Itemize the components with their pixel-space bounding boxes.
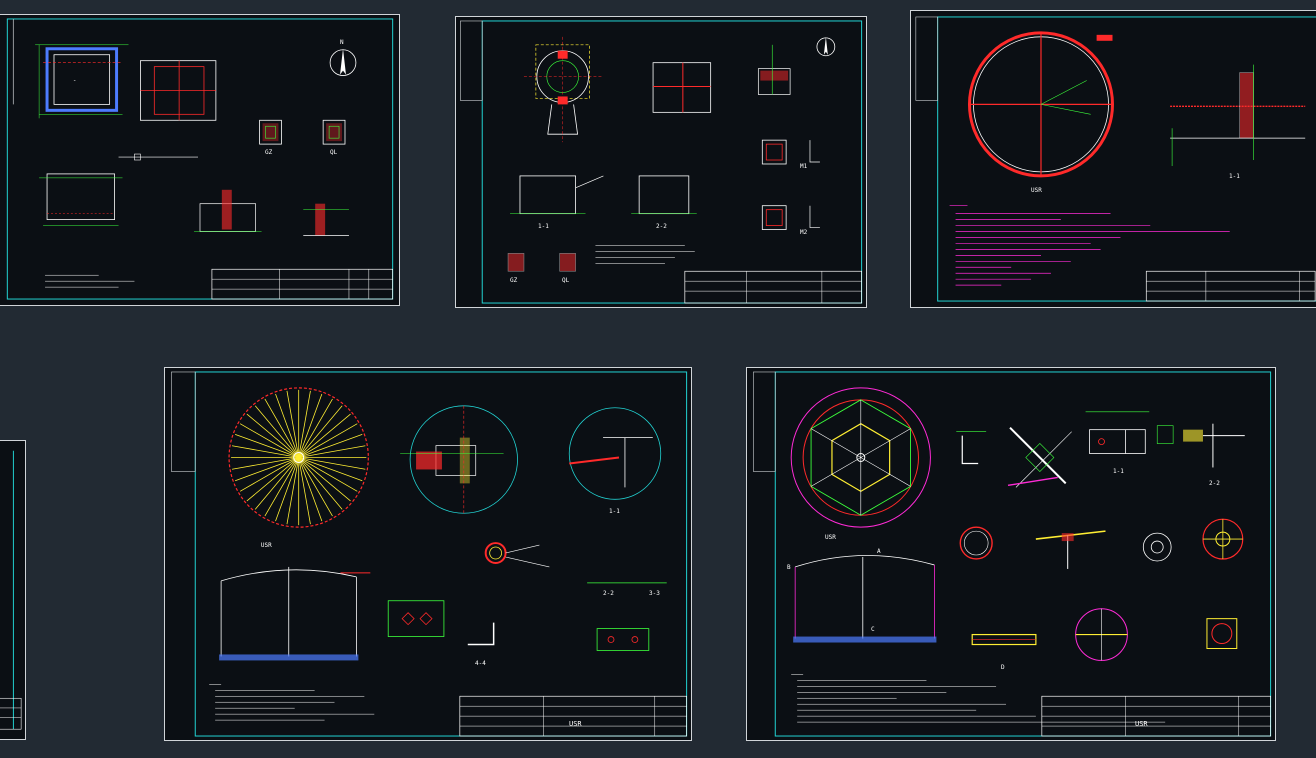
sheet-4-section-1-1: 1-1 [609,508,620,515]
sheet-4-title: USR [569,720,582,728]
diffuser-ray [264,457,300,517]
diffuser-ray [246,457,299,502]
diffuser-ray [298,405,343,458]
diffuser-ray [286,390,300,458]
sheet-5-usr-label: USR [825,534,836,541]
sheet-5-label-a: A [877,548,881,555]
sheet-4-section-3-3: 3-3 [649,590,660,597]
diffuser-ray [298,457,363,482]
diffuser-ray [239,457,299,492]
drawing-sheet-3[interactable]: USR 1-1 [910,10,1316,308]
sheet-4-section-2-2: 2-2 [603,590,614,597]
diffuser-ray [298,433,363,458]
sheet-2-ql-label: QL [562,277,570,284]
diffuser-ray [298,457,351,502]
sheet-1-gz-label: GZ [265,149,273,156]
sheet-5-label-d: D [1001,664,1005,671]
svg-text:USR: USR [261,542,272,549]
diffuser-ray [298,457,323,522]
diffuser-ray [298,457,343,510]
drawing-sheet-1[interactable]: - N [0,14,400,306]
sheet-5-title: USR [1135,720,1148,728]
diffuser-ray [298,457,366,470]
sheet-2-m1-label: M1 [800,163,808,170]
sheet-2-section-2-2: 2-2 [656,223,667,230]
diffuser-ray [298,457,311,525]
diffuser-ray [298,413,351,458]
sheet-2-m2-label: M2 [800,229,808,236]
diffuser-ray [298,423,358,458]
north-label: N [340,39,344,46]
sheet-2-gz-label: GZ [510,277,518,284]
drawing-sheet-4[interactable]: USR [164,367,692,741]
sheet-edge-canvas [0,450,22,730]
diffuser-ray [275,457,300,522]
diffuser-ray [254,457,300,510]
svg-text:USR: USR [1031,187,1042,194]
sheet-2-section-1-1: 1-1 [538,223,549,230]
diffuser-ray [235,433,299,458]
diffuser-ray [254,405,300,458]
sheet-5-label-b: B [787,564,791,571]
diffuser-ray [298,445,366,458]
diffuser-ray [298,390,311,458]
sheet-3-canvas: USR [915,16,1316,302]
diffuser-ray [275,393,300,458]
sheet-4-section-4-4: 4-4 [475,660,486,667]
sheet-4-canvas: USR [171,371,688,737]
sheet-1-ql-label: QL [330,149,338,156]
sheet-5-label-c: C [871,626,875,633]
diffuser-ray [298,398,333,458]
diffuser-ray [231,457,299,470]
diffuser-ray [239,423,299,458]
diffuser-ray [264,398,300,458]
svg-text:-: - [73,78,77,85]
diffuser-ray [231,445,299,458]
sheet-1-canvas: - N [6,18,394,300]
sheet-5-section-2-2: 2-2 [1209,480,1220,487]
sheet-5-canvas [753,371,1272,737]
sheet-5-section-1-1: 1-1 [1113,468,1124,475]
diffuser-ray [235,457,299,482]
diffuser-ray [298,457,333,517]
diffuser-ray [298,457,358,492]
diffuser-ray [298,393,323,458]
diffuser-ray [286,457,300,525]
sheet-2-canvas [460,20,863,304]
diffuser-ray [246,413,299,458]
drawing-sheet-edge[interactable] [0,440,26,740]
drawing-sheet-5[interactable]: USR A B C D USR 1-1 2-2 [746,367,1276,741]
drawing-sheet-2[interactable]: 1-1 2-2 GZ QL M1 M2 [455,16,867,308]
sheet-3-section-1-1: 1-1 [1229,173,1240,180]
